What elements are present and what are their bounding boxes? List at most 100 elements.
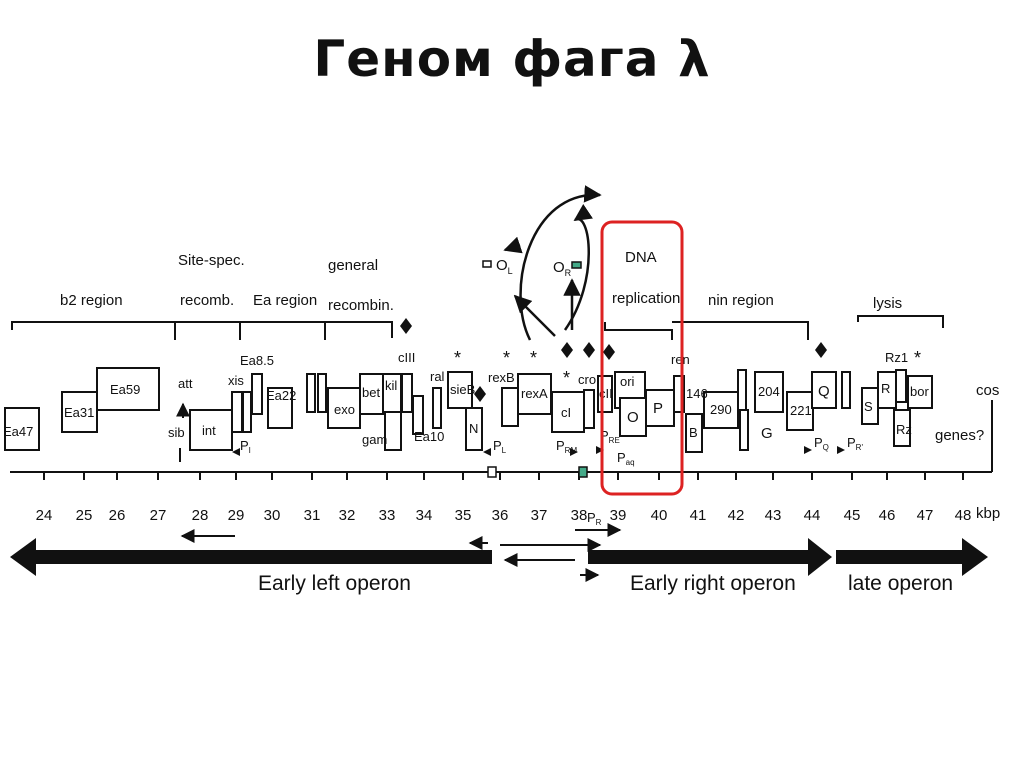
promoter-pl-label: PL [493, 438, 507, 455]
gene-bor-label: bor [910, 384, 929, 399]
gene-bor-box [907, 375, 933, 409]
operon-label-early-right: Early right operon [630, 572, 796, 595]
gene-n-label: N [469, 421, 478, 436]
gene-kil-label: kil [385, 378, 397, 393]
axis-tick-label: 31 [304, 507, 321, 524]
axis-tick-label: 24 [36, 507, 53, 524]
gene-rz-label: Rz [896, 422, 912, 437]
gene-sieb-label: sieB [450, 382, 475, 397]
axis-tick-label: 25 [76, 507, 93, 524]
gene-ea10-box [412, 395, 424, 435]
axis-tick-label: 48 [955, 507, 972, 524]
promoter-pq-label: PQ [814, 435, 829, 452]
gene-xis-box [231, 391, 243, 433]
axis-tick-label: 43 [765, 507, 782, 524]
gene-sieb-box [447, 371, 473, 409]
gene-small-box-4 [739, 409, 749, 451]
axis-tick-label: 45 [844, 507, 861, 524]
genes-question-label: genes? [935, 427, 984, 444]
regulation-arrows [503, 185, 602, 341]
gene-rz1-label: Rz1 [885, 350, 908, 365]
gene-labels: Ea47 Ea31 Ea59 int att sib xis Ea8.5 Ea2… [3, 350, 999, 447]
gene-exo-label: exo [334, 402, 355, 417]
star-mark: * [563, 368, 570, 388]
gene-ci-label: cI [561, 405, 571, 420]
promoter-arrows [232, 446, 845, 456]
operator-or: OR [553, 259, 582, 278]
promoter-labels: PI PL PRM PR PRE Paq PQ PR' [240, 428, 863, 527]
gene-rz1-box [895, 369, 907, 403]
region-general-label-2: recombin. [328, 297, 394, 314]
region-nin-label: nin region [708, 292, 774, 309]
gene-gam-box [384, 411, 402, 451]
slide-title: Геном фага λ [313, 30, 711, 88]
axis-tick-label: 34 [416, 507, 433, 524]
promoter-pr2-label: PR' [847, 435, 863, 452]
gene-b-label: B [689, 425, 698, 440]
axis-tick-label: 32 [339, 507, 356, 524]
gene-small-box-3 [737, 369, 747, 411]
diamond-mark [815, 342, 827, 358]
axis-tick-label: 29 [228, 507, 245, 524]
ol-site-marker [487, 466, 497, 478]
gene-ea59-label: Ea59 [110, 382, 140, 397]
gene-ea47-label: Ea47 [3, 424, 33, 439]
promoter-paq-label: Paq [617, 450, 635, 467]
gene-ciii-label: cIII [398, 350, 415, 365]
regulatory-marks [400, 318, 827, 402]
gene-ren-box [673, 375, 685, 413]
operon-label-late: late operon [848, 572, 953, 595]
gene-ori-label: ori [620, 374, 635, 389]
gene-r-label: R [881, 381, 890, 396]
gene-att-label: att [178, 376, 193, 391]
gene-221-box [786, 391, 814, 431]
gene-ea85-box [251, 373, 263, 415]
gene-290-label: 290 [710, 402, 732, 417]
star-mark: * [503, 348, 510, 368]
axis-tick-label: 30 [264, 507, 281, 524]
region-sitespec-label-1: Site-spec. [178, 252, 245, 269]
gene-ral-box [432, 387, 442, 429]
gene-n-box [465, 407, 483, 451]
gene-cro-label: cro [578, 372, 596, 387]
gene-cro-box [583, 389, 595, 429]
gene-ci-box [551, 391, 585, 433]
gene-o-box [619, 397, 647, 437]
gene-s-label: S [864, 399, 873, 414]
star-mark: * [530, 348, 537, 368]
gene-rexb-box [501, 387, 519, 427]
axis-tick-label: 33 [379, 507, 396, 524]
gene-small-box-2 [317, 373, 327, 413]
axis-tick-label: 28 [192, 507, 209, 524]
region-sitespec-label-2: recomb. [180, 292, 234, 309]
axis-tick-label: 41 [690, 507, 707, 524]
diamond-mark [561, 342, 573, 358]
gene-ciii-box [401, 373, 413, 413]
region-labels: b2 region Site-spec. recomb. Ea region g… [60, 249, 902, 314]
gene-221-label: 221 [790, 403, 812, 418]
region-b2-label: b2 region [60, 292, 123, 309]
gene-bet-label: bet [362, 385, 380, 400]
diamond-mark [603, 344, 615, 360]
diamond-mark [474, 386, 486, 402]
early-left-operon-arrow [10, 538, 492, 576]
gene-ea22-label: Ea22 [266, 388, 296, 403]
promoter-pr-label: PR [587, 510, 602, 527]
promoter-pl-arrow [483, 448, 491, 456]
gene-204-label: 204 [758, 384, 780, 399]
or-site-marker [578, 466, 588, 478]
axis-unit-label: kbp [976, 505, 1000, 522]
promoter-prm-label: PRM [556, 438, 577, 455]
gene-ea10-label: Ea10 [414, 429, 444, 444]
axis-tick-label: 39 [610, 507, 627, 524]
promoter-pq-arrow [804, 446, 812, 454]
axis-tick-label: 42 [728, 507, 745, 524]
axis-tick-label: 35 [455, 507, 472, 524]
axis-tick-label: 44 [804, 507, 821, 524]
star-marks: * * * * * [454, 348, 921, 388]
region-dna-label-2: replication [612, 290, 680, 307]
axis-tick-label: 36 [492, 507, 509, 524]
dna-replication-highlight [600, 220, 684, 496]
